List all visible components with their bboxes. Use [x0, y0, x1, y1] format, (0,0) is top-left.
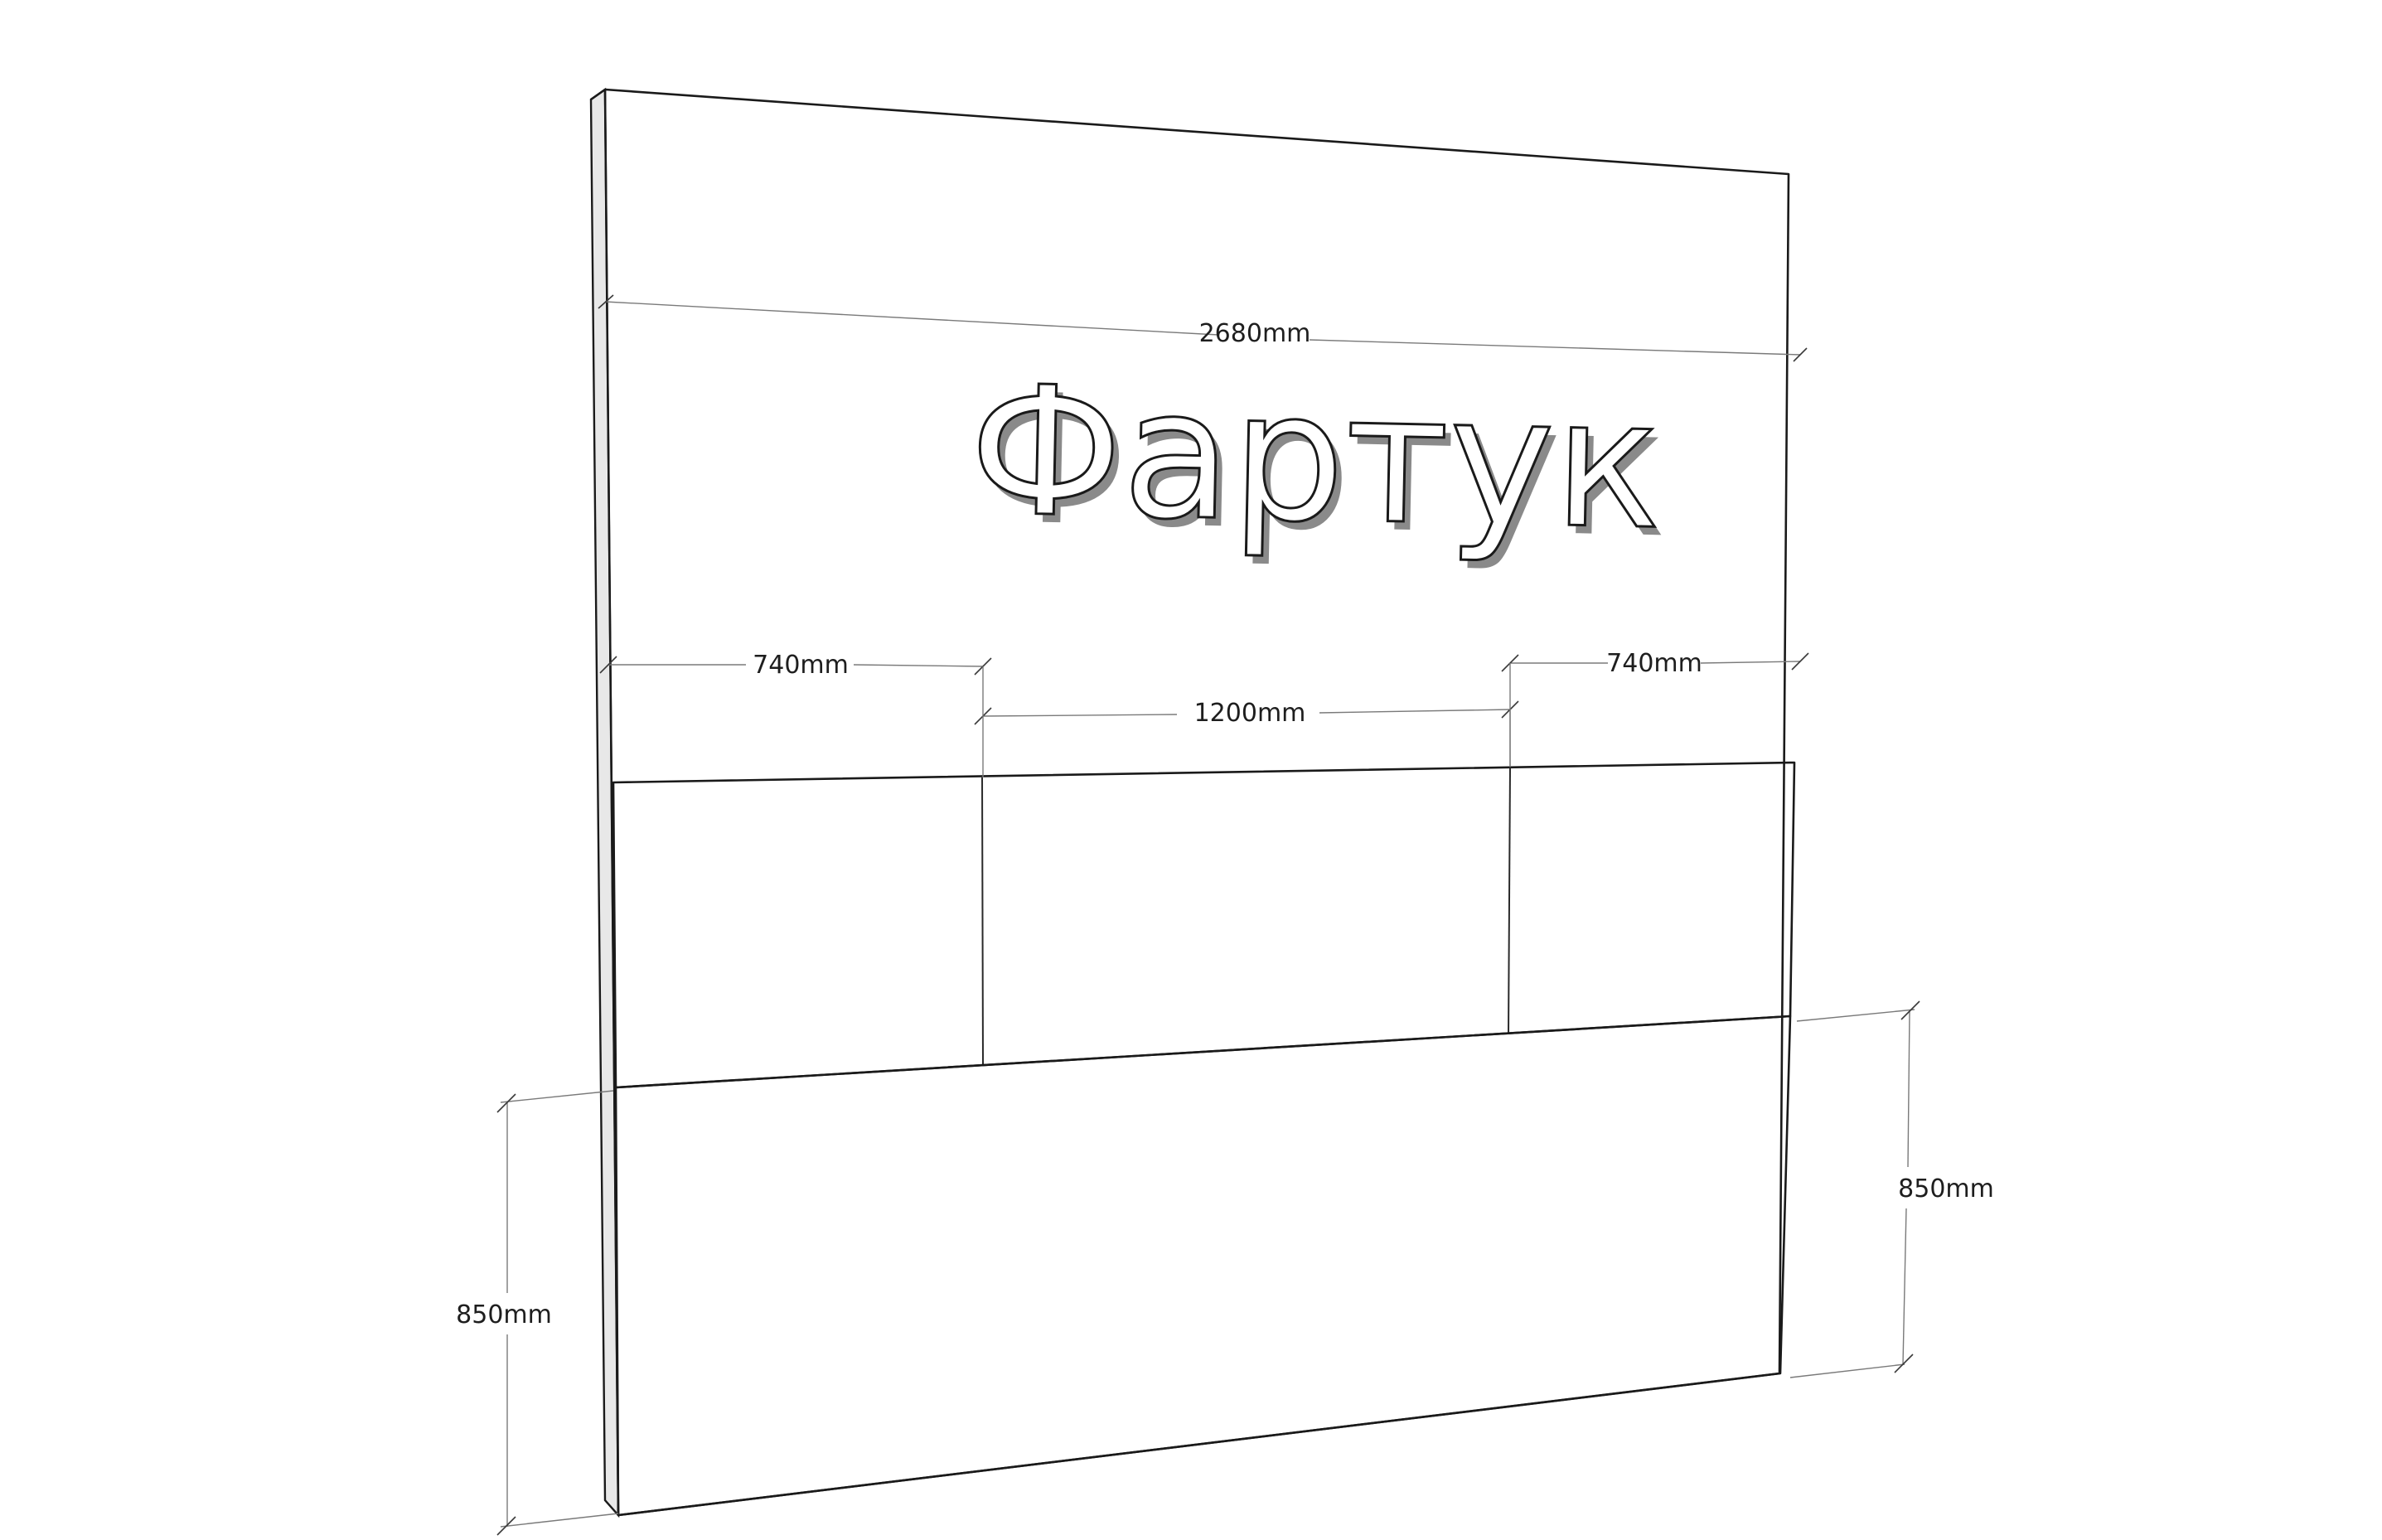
bottom-panel [614, 1015, 1792, 1517]
label-right-panel: 740mm [1606, 649, 1702, 678]
label-total-width: 2680mm [1199, 319, 1311, 348]
label-center-panel: 1200mm [1194, 699, 1306, 728]
dimension-right-panel: 740mm [982, 649, 1809, 767]
label-height-right: 850mm [1898, 1174, 1994, 1203]
title-shadow: Фартук [974, 355, 1671, 577]
board-front-face [603, 88, 1790, 1517]
tile-divider-left [981, 777, 984, 1067]
dimension-left-panel: 740mm [599, 651, 992, 680]
board-top-edge [590, 88, 606, 101]
dimension-height-left: 850mm [456, 1090, 619, 1536]
label-left-panel: 740mm [753, 651, 849, 680]
title-lettering: Фартук Фартук [966, 346, 1671, 578]
dimension-center-panel: 1200mm [974, 699, 1519, 777]
dimension-total-width: 2680mm [598, 294, 1808, 362]
label-height-left: 850mm [456, 1300, 552, 1329]
tile-divider-right [1508, 766, 1511, 1035]
dimension-height-right: 850mm [1789, 1000, 1994, 1378]
middle-tile-band [612, 761, 1796, 1089]
title: Фартук [967, 346, 1664, 569]
